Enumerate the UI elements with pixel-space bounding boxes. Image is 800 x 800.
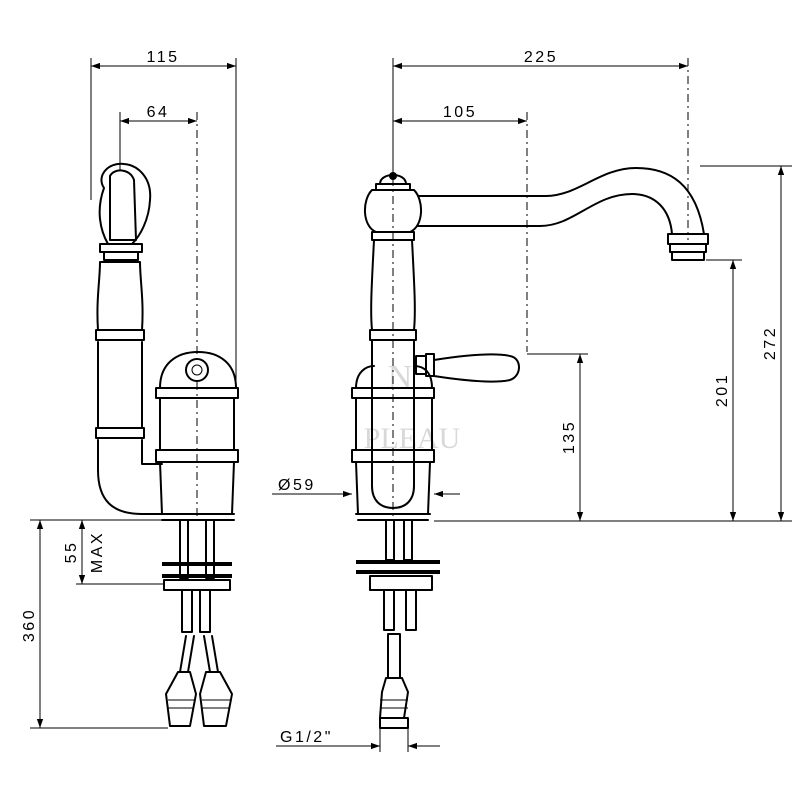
- pleau-watermark: N PLEAU: [364, 359, 461, 455]
- front-supply-hoses: [356, 519, 440, 729]
- dim-64: 64: [147, 104, 170, 121]
- dim-135: 135: [561, 420, 578, 454]
- side-supply-hoses: [162, 519, 233, 727]
- side-view: 115 64 55 MAX 360: [21, 49, 239, 729]
- dim-55: 55: [63, 541, 80, 564]
- dim-272: 272: [762, 326, 779, 360]
- side-handle-shaft: [95, 261, 163, 515]
- dim-d59: Ø59: [278, 477, 316, 494]
- dim-115: 115: [146, 49, 179, 66]
- front-view: N PLEAU: [272, 49, 792, 752]
- side-handle-knob: [98, 162, 152, 261]
- front-column: [369, 239, 417, 509]
- svg-text:N: N: [388, 359, 413, 396]
- side-valve-body: [155, 351, 239, 521]
- front-spout: [417, 167, 709, 261]
- dim-360: 360: [21, 608, 38, 642]
- dim-max-label: MAX: [89, 531, 106, 573]
- dim-105: 105: [443, 104, 477, 121]
- dim-g12: G1/2": [280, 729, 333, 746]
- dim-225: 225: [524, 49, 558, 66]
- dim-201: 201: [714, 373, 731, 407]
